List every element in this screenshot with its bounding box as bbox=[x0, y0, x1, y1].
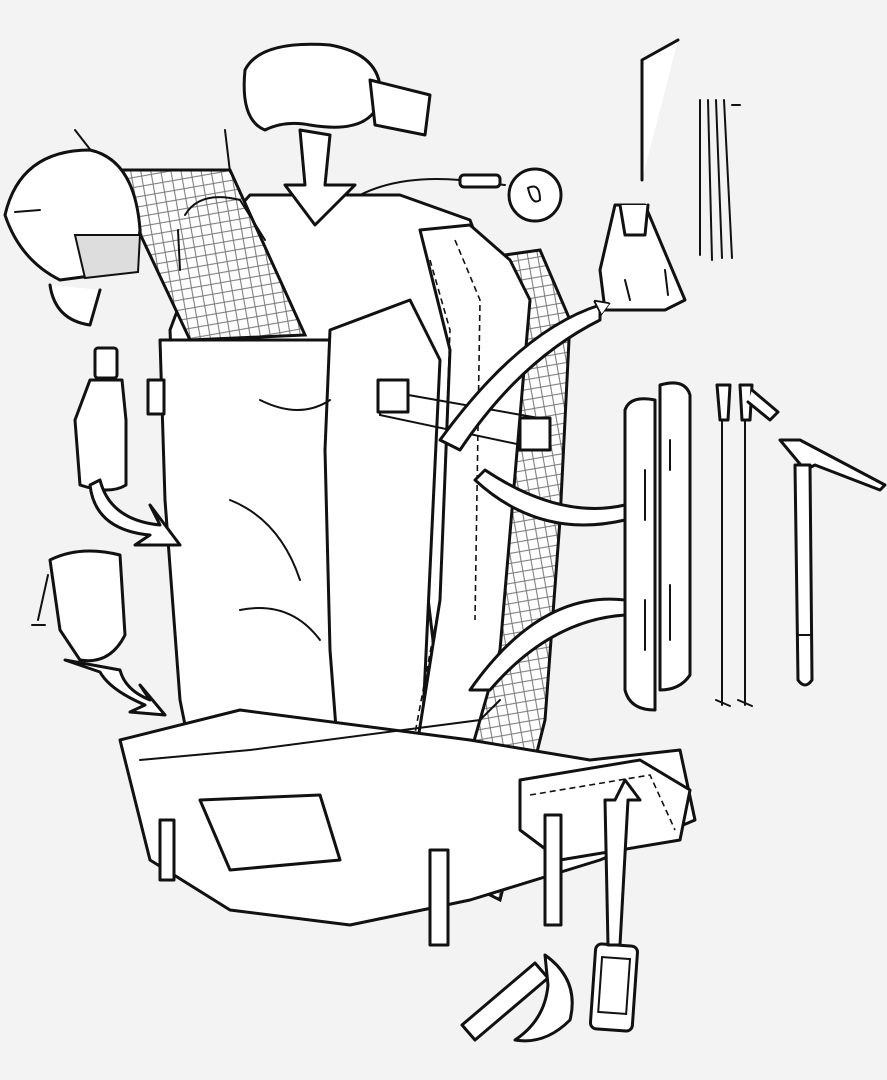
goggles-icon bbox=[242, 42, 432, 227]
hydration-bite-valve-icon bbox=[359, 167, 563, 223]
water-bottle-icon bbox=[73, 346, 182, 547]
helmet-carrier-mesh-icon bbox=[74, 129, 308, 342]
ice-axe-icon bbox=[778, 438, 887, 687]
climbing-skins-icon bbox=[31, 549, 167, 717]
backpack-icon bbox=[118, 193, 697, 947]
helmet-icon bbox=[3, 148, 142, 327]
ski-poles-icon bbox=[715, 383, 780, 707]
banana-icon bbox=[513, 953, 574, 1043]
splitboard-icon bbox=[468, 381, 692, 712]
shovel-blade-icon bbox=[438, 203, 687, 452]
phone-icon bbox=[588, 778, 642, 1033]
avalanche-probe-icon bbox=[640, 38, 741, 261]
